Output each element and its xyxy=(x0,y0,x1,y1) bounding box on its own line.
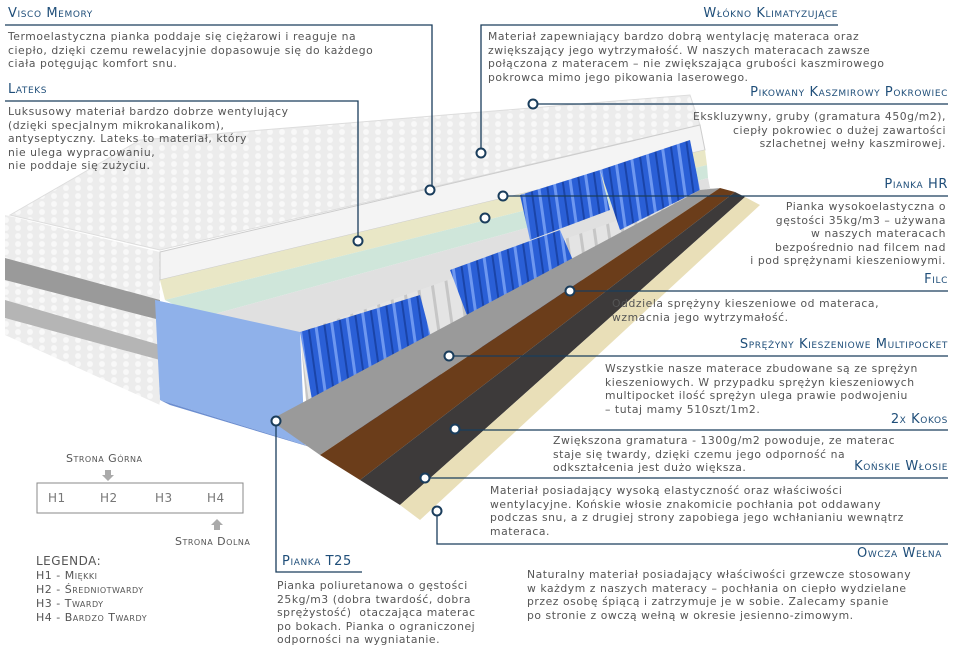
filc-title: Filc xyxy=(924,272,948,287)
callout-dot-filc xyxy=(564,285,576,297)
callout-dot-kokos xyxy=(449,423,461,435)
visco-title: Visco Memory xyxy=(8,6,93,21)
legend-h1: H1 - Miękki xyxy=(36,569,98,582)
pokrowiec-title: Pikowany Kaszmirowy Pokrowiec xyxy=(750,85,948,100)
scale-h4: H4 xyxy=(207,491,225,505)
legend-h3: H3 - Twardy xyxy=(36,597,104,610)
wlosie-text: Materiał posiadający wysoką elastyczność… xyxy=(490,484,904,538)
callout-dot-lateks xyxy=(352,235,364,247)
visco-text: Termoelastyczna pianka poddaje się cięża… xyxy=(8,30,374,70)
callout-dot-wlokno xyxy=(475,147,487,159)
sprezyny-title: Sprężyny Kieszeniowe Multipocket xyxy=(739,337,948,352)
hr-title: Pianka HR xyxy=(884,177,948,192)
lateks-title: Lateks xyxy=(8,82,48,97)
strona-gorna-label: Strona Górna xyxy=(66,452,143,465)
callout-dot-sprezyny xyxy=(443,350,455,362)
lateks-text: Luksusowy materiał bardzo dobrze wentylu… xyxy=(8,105,289,172)
hr-text: Pianka wysokoelastyczna o gęstości 35kg/… xyxy=(750,200,946,267)
callout-dot-visco xyxy=(424,184,436,196)
strona-dolna-label: Strona Dolna xyxy=(175,535,251,548)
callout-dot-hr2 xyxy=(479,212,491,224)
hardness-scale-box xyxy=(36,482,244,514)
wlokno-text: Materiał zapewniający bardzo dobrą wenty… xyxy=(488,30,885,84)
legend-title: LEGENDA: xyxy=(36,554,102,568)
callout-dot-welna xyxy=(431,505,443,517)
scale-h3: H3 xyxy=(155,491,173,505)
callout-dot-wlosie xyxy=(419,472,431,484)
scale-h1: H1 xyxy=(48,491,66,505)
filc-text: Oddziela sprężyny kieszeniowe od materac… xyxy=(612,297,880,324)
wlosie-title: Końskie Włosie xyxy=(854,459,948,474)
callout-dot-t25 xyxy=(270,415,282,427)
welna-title: Owcza Wełna xyxy=(857,546,942,561)
kokos-title: 2x Kokos xyxy=(890,412,948,427)
t25-text: Pianka poliuretanowa o gęstości 25kg/m3 … xyxy=(277,579,476,646)
callout-lines xyxy=(5,24,948,573)
sprezyny-text: Wszystkie nasze materace zbudowane są ze… xyxy=(605,362,918,416)
legend-h4: H4 - Bardzo Twardy xyxy=(36,611,148,624)
callout-dot-pokrowiec xyxy=(527,98,539,110)
kokos-text: Zwiększona gramatura - 1300g/m2 powoduje… xyxy=(553,434,896,474)
welna-text: Naturalny materiał posiadający właściwoś… xyxy=(527,568,912,622)
pokrowiec-text: Ekskluzywny, gruby (gramatura 450g/m2), … xyxy=(693,110,946,150)
wlokno-title: Włókno Klimatyzujące xyxy=(703,6,838,21)
arrow-up-icon xyxy=(211,519,223,530)
scale-h2: H2 xyxy=(100,491,118,505)
callout-dot-hr xyxy=(497,190,509,202)
legend-h2: H2 - Średniotwardy xyxy=(36,583,144,596)
arrow-down-icon xyxy=(102,470,114,481)
t25-title: Pianka T25 xyxy=(282,554,352,569)
